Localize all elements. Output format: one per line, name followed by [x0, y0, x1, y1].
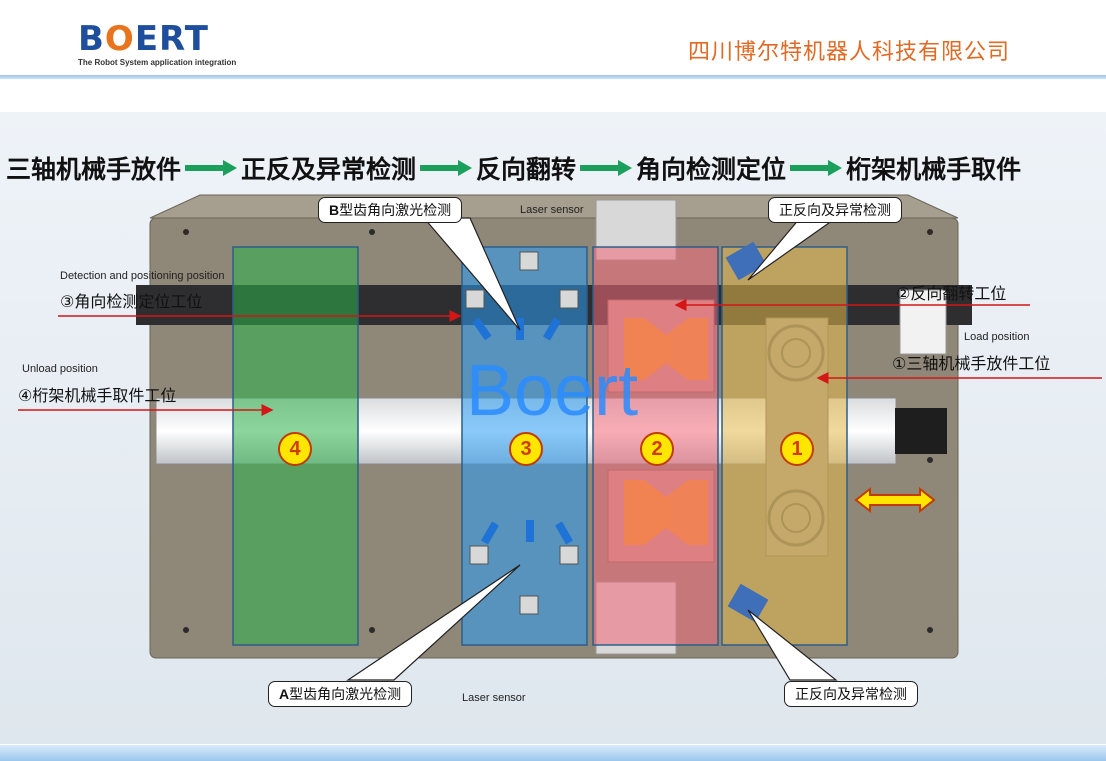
rail-motor: [895, 408, 947, 454]
callout-b-laser: B型齿角向激光检测: [318, 197, 463, 223]
detector-bottom: [727, 583, 769, 623]
zone-4-number: 4: [278, 432, 312, 466]
process-step-2: 正反及异常检测: [241, 155, 417, 184]
sensor-blocks: [465, 251, 579, 615]
process-step-1: 三轴机械手放件: [6, 155, 182, 184]
laser-sensor-top-label: Laser sensor: [520, 204, 584, 216]
callout-a-laser: A型齿角向激光检测: [268, 681, 413, 707]
process-step-3: 反向翻转: [476, 155, 577, 184]
laser-sensor-bottom-label: Laser sensor: [462, 692, 526, 704]
detect-position-en: Detection and positioning position: [60, 270, 225, 282]
motion-arrow: [854, 486, 936, 514]
flow-arrow-icon: [790, 160, 843, 176]
process-step-5: 桁架机械手取件: [846, 155, 1022, 184]
unload-position-cn: ④桁架机械手取件工位: [18, 386, 177, 405]
callout-fr-top: 正反向及异常检测: [768, 197, 902, 223]
header-divider: [0, 75, 1106, 79]
zone-1-number: 1: [780, 432, 814, 466]
callout-a-prefix: A: [279, 686, 290, 702]
company-logo: BOERT The Robot System application integ…: [78, 22, 236, 67]
callout-fr-bottom: 正反向及异常检测: [784, 681, 918, 707]
flow-arrow-icon: [185, 160, 238, 176]
right-box: [899, 289, 947, 355]
flow-arrow-icon: [420, 160, 473, 176]
load-position-en: Load position: [964, 331, 1030, 343]
logo-tagline: The Robot System application integration: [78, 58, 237, 67]
callout-b-text: 型齿角向激光检测: [339, 203, 452, 219]
logo-letter-b: B: [78, 19, 105, 59]
process-step-4: 角向检测定位: [636, 155, 787, 184]
header: BOERT The Robot System application integ…: [0, 0, 1106, 78]
logo-letter-o: O: [104, 19, 135, 59]
callout-b-prefix: B: [329, 202, 340, 218]
logo-letters-ert: ERT: [134, 19, 209, 59]
company-name: 四川博尔特机器人科技有限公司: [687, 40, 1010, 65]
load-position-cn: ①三轴机械手放件工位: [892, 354, 1051, 373]
process-flow: 三轴机械手放件 正反及异常检测 反向翻转 角向检测定位 桁架机械手取件: [6, 150, 1021, 186]
unload-position-en: Unload position: [22, 363, 98, 375]
zone-3-number: 3: [509, 432, 543, 466]
watermark: Boert: [466, 351, 639, 431]
detector-top: [725, 241, 767, 281]
flip-position-cn: ②反向翻转工位: [896, 284, 1007, 303]
zone-2-number: 2: [640, 432, 674, 466]
flow-arrow-icon: [580, 160, 633, 176]
detect-position-cn: ③角向检测定位工位: [60, 292, 203, 311]
mounting-holes: [183, 229, 933, 633]
callout-a-text: 型齿角向激光检测: [289, 687, 402, 703]
footer-bar: [0, 745, 1106, 761]
callout-leaders: [346, 217, 838, 681]
position-pointers: [18, 299, 1102, 416]
